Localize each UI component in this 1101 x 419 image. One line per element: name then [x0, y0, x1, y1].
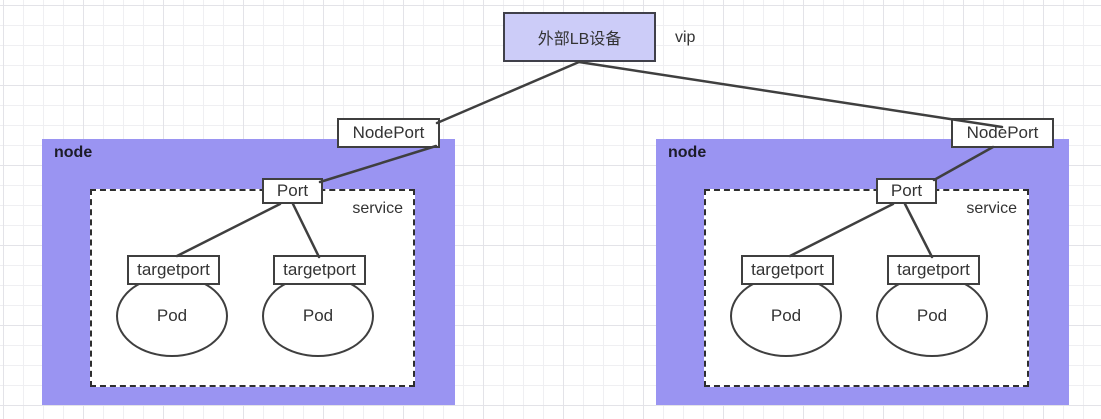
targetport-label: targetport: [283, 260, 356, 279]
pod-label: Pod: [302, 306, 334, 325]
targetport-label: targetport: [751, 260, 824, 279]
vip-label: vip: [675, 29, 696, 46]
pod-label: Pod: [770, 306, 802, 325]
pod-ellipse[interactable]: Pod: [262, 275, 374, 357]
pod-label: Pod: [156, 306, 188, 325]
pod-ellipse[interactable]: Pod: [116, 275, 228, 357]
nodeport-box[interactable]: NodePort: [951, 118, 1054, 148]
targetport-box[interactable]: targetport: [887, 255, 980, 285]
port-label: Port: [890, 181, 923, 200]
pod-label: Pod: [916, 306, 948, 325]
external-lb-device-label: 外部LB设备: [537, 31, 622, 48]
nodeport-label: NodePort: [966, 123, 1039, 142]
targetport-box[interactable]: targetport: [127, 255, 220, 285]
external-lb-device-box[interactable]: 外部LB设备: [503, 12, 656, 62]
pod-ellipse[interactable]: Pod: [876, 275, 988, 357]
nodeport-label: NodePort: [352, 123, 425, 142]
port-box[interactable]: Port: [262, 178, 323, 204]
node-label: node: [54, 144, 93, 161]
targetport-label: targetport: [137, 260, 210, 279]
node-group-left: node service NodePort Port Pod Pod targe…: [42, 0, 455, 419]
nodeport-box[interactable]: NodePort: [337, 118, 440, 148]
service-label: service: [352, 200, 403, 217]
node-group-right: node service NodePort Port Pod Pod targe…: [656, 0, 1069, 419]
targetport-box[interactable]: targetport: [273, 255, 366, 285]
node-label: node: [668, 144, 707, 161]
connector-lb-to-nodeport-left: [435, 60, 581, 125]
port-label: Port: [276, 181, 309, 200]
pod-ellipse[interactable]: Pod: [730, 275, 842, 357]
targetport-label: targetport: [897, 260, 970, 279]
port-box[interactable]: Port: [876, 178, 937, 204]
targetport-box[interactable]: targetport: [741, 255, 834, 285]
service-label: service: [966, 200, 1017, 217]
